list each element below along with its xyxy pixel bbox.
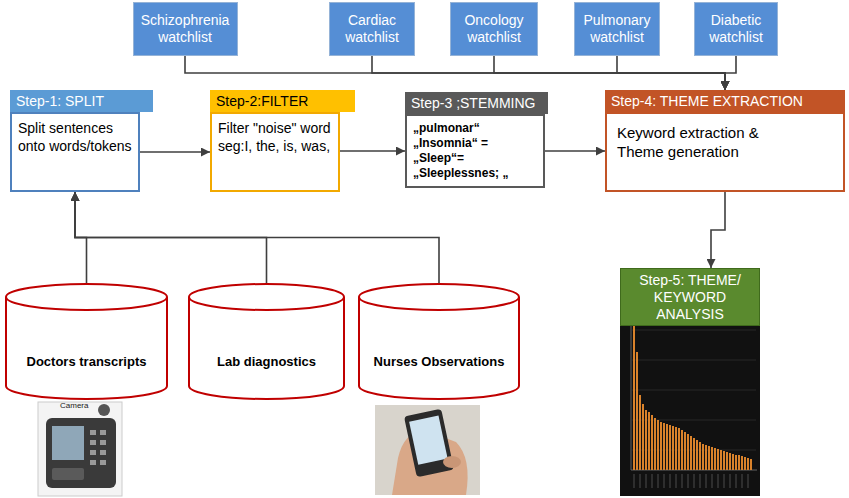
flow-arrow [340,150,405,152]
watchlist-label: Oncology watchlist [455,12,533,46]
step-box: Step-2:FILTER Filter "noise" word seg:I, … [210,90,355,192]
watchlist-box: Oncology watchlist [450,2,538,56]
chart-tick-marks [634,474,748,488]
step-body: Split sentences onto words/tokens [10,112,140,192]
cylinder-outline [5,283,168,400]
cylinder-body [6,284,167,399]
step-box: Step-1: SPLIT Split sentences onto words/… [10,90,153,192]
chart-axis [631,318,757,470]
phone-screen [409,415,447,464]
flow-arrow [711,192,725,268]
chart-gridlines [632,330,756,450]
camera-screen [52,426,84,460]
photo-ground [375,405,480,495]
flow-arrow [185,56,725,90]
cylinder-rim [6,297,167,310]
step-body: Filter "noise" word seg:I, the, is, was, [210,112,340,192]
step-description: Split sentences onto words/tokens [18,120,132,155]
camera-keypad [90,430,106,465]
flow-arrow [617,56,725,90]
step-header: Step-3 ;STEMMING [405,92,548,114]
step-header: Step-4: THEME EXTRACTION [605,90,845,112]
watchlist-box: Cardiac watchlist [329,2,415,56]
cylinder-body [189,284,344,399]
flow-arrow [725,56,736,90]
watchlist-box: Schizophrenia watchlist [133,2,238,56]
flow-arrow [545,150,605,152]
camera-grip [52,468,84,480]
database-label: Lab diagnostics [196,354,337,369]
step-header: Step-2:FILTER [210,90,355,112]
watchlist-box: Pulmonary watchlist [574,2,660,56]
flow-arrow [75,192,439,283]
analysis-box: Step-5: THEME/ KEYWORD ANALYSIS [620,268,760,326]
bar-chart [620,310,760,496]
phone-illustration [375,405,480,495]
database-cylinder: Doctors transcripts [5,283,168,400]
flow-arrow [140,151,210,153]
camera-illustration [38,402,122,496]
step-description: Filter "noise" word seg:I, the, is, was, [218,120,332,155]
step-box: Step-4: THEME EXTRACTION Keyword extracti… [605,90,845,192]
watchlist-label: Diabetic watchlist [699,12,773,46]
camera-body [46,418,116,488]
box-heading: Step-5: THEME/ KEYWORD ANALYSIS [629,272,751,322]
cylinder-body [359,284,519,399]
cylinder-rim [189,297,344,310]
watchlist-label: Pulmonary watchlist [579,12,655,46]
database-cylinder: Lab diagnostics [188,283,345,400]
step-description: Keyword extraction & Theme generation [617,124,783,162]
device-caption: Camera [60,402,88,411]
step-body: Keyword extraction & Theme generation [605,112,845,192]
camera-lens [98,404,110,416]
watchlist-label: Schizophrenia watchlist [138,12,233,46]
database-cylinder: Nurses Observations [358,283,520,400]
cylinder-outline [358,283,520,400]
thumb [443,456,461,468]
step-box: Step-3 ;STEMMING „pulmonar“ „Insomnia“ = … [405,92,548,188]
step-body: „pulmonar“ „Insomnia“ = „Sleep“= „Sleepl… [405,114,545,188]
photo-frame [38,402,122,496]
chart-bars [633,325,752,470]
cylinder-outline [188,283,345,400]
phone-body [404,409,454,478]
flow-arrow [494,56,725,90]
flow-arrow [372,56,725,90]
chart-ground [620,310,760,496]
database-label: Doctors transcripts [13,354,160,369]
cylinder-rim [359,297,519,310]
watchlist-label: Cardiac watchlist [334,12,410,46]
watchlist-box: Diabetic watchlist [694,2,778,56]
step-header: Step-1: SPLIT [10,90,153,112]
database-label: Nurses Observations [366,354,512,369]
step-description: „pulmonar“ „Insomnia“ = „Sleep“= „Sleepl… [413,121,537,181]
